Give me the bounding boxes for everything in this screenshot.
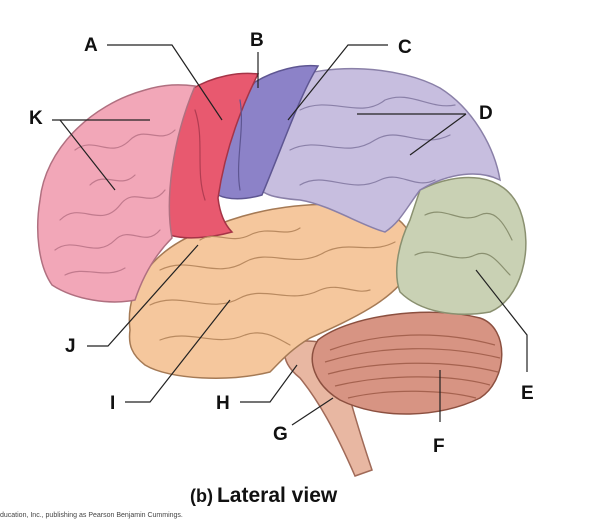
label-e: E [521, 383, 534, 404]
label-k: K [29, 108, 43, 129]
gyri-lines [54, 96, 513, 346]
occipital-lobe [396, 176, 527, 315]
label-j: J [65, 336, 76, 357]
cerebellum-folia [324, 334, 501, 399]
figure-caption: (b)Lateral view [190, 484, 337, 508]
caption-letter: (b) [190, 486, 213, 506]
label-c: C [398, 37, 412, 58]
label-d: D [479, 103, 493, 124]
leader-lines [52, 44, 528, 426]
label-b: B [250, 30, 264, 51]
caption-title: Lateral view [216, 484, 338, 507]
label-g: G [273, 424, 288, 445]
label-i: I [110, 393, 116, 414]
prefrontal-cortex [36, 84, 197, 303]
label-f: F [433, 436, 445, 457]
copyright-credit: ducation, Inc., publishing as Pearson Be… [0, 512, 183, 519]
label-h: H [216, 393, 230, 414]
label-a: A [84, 35, 98, 56]
